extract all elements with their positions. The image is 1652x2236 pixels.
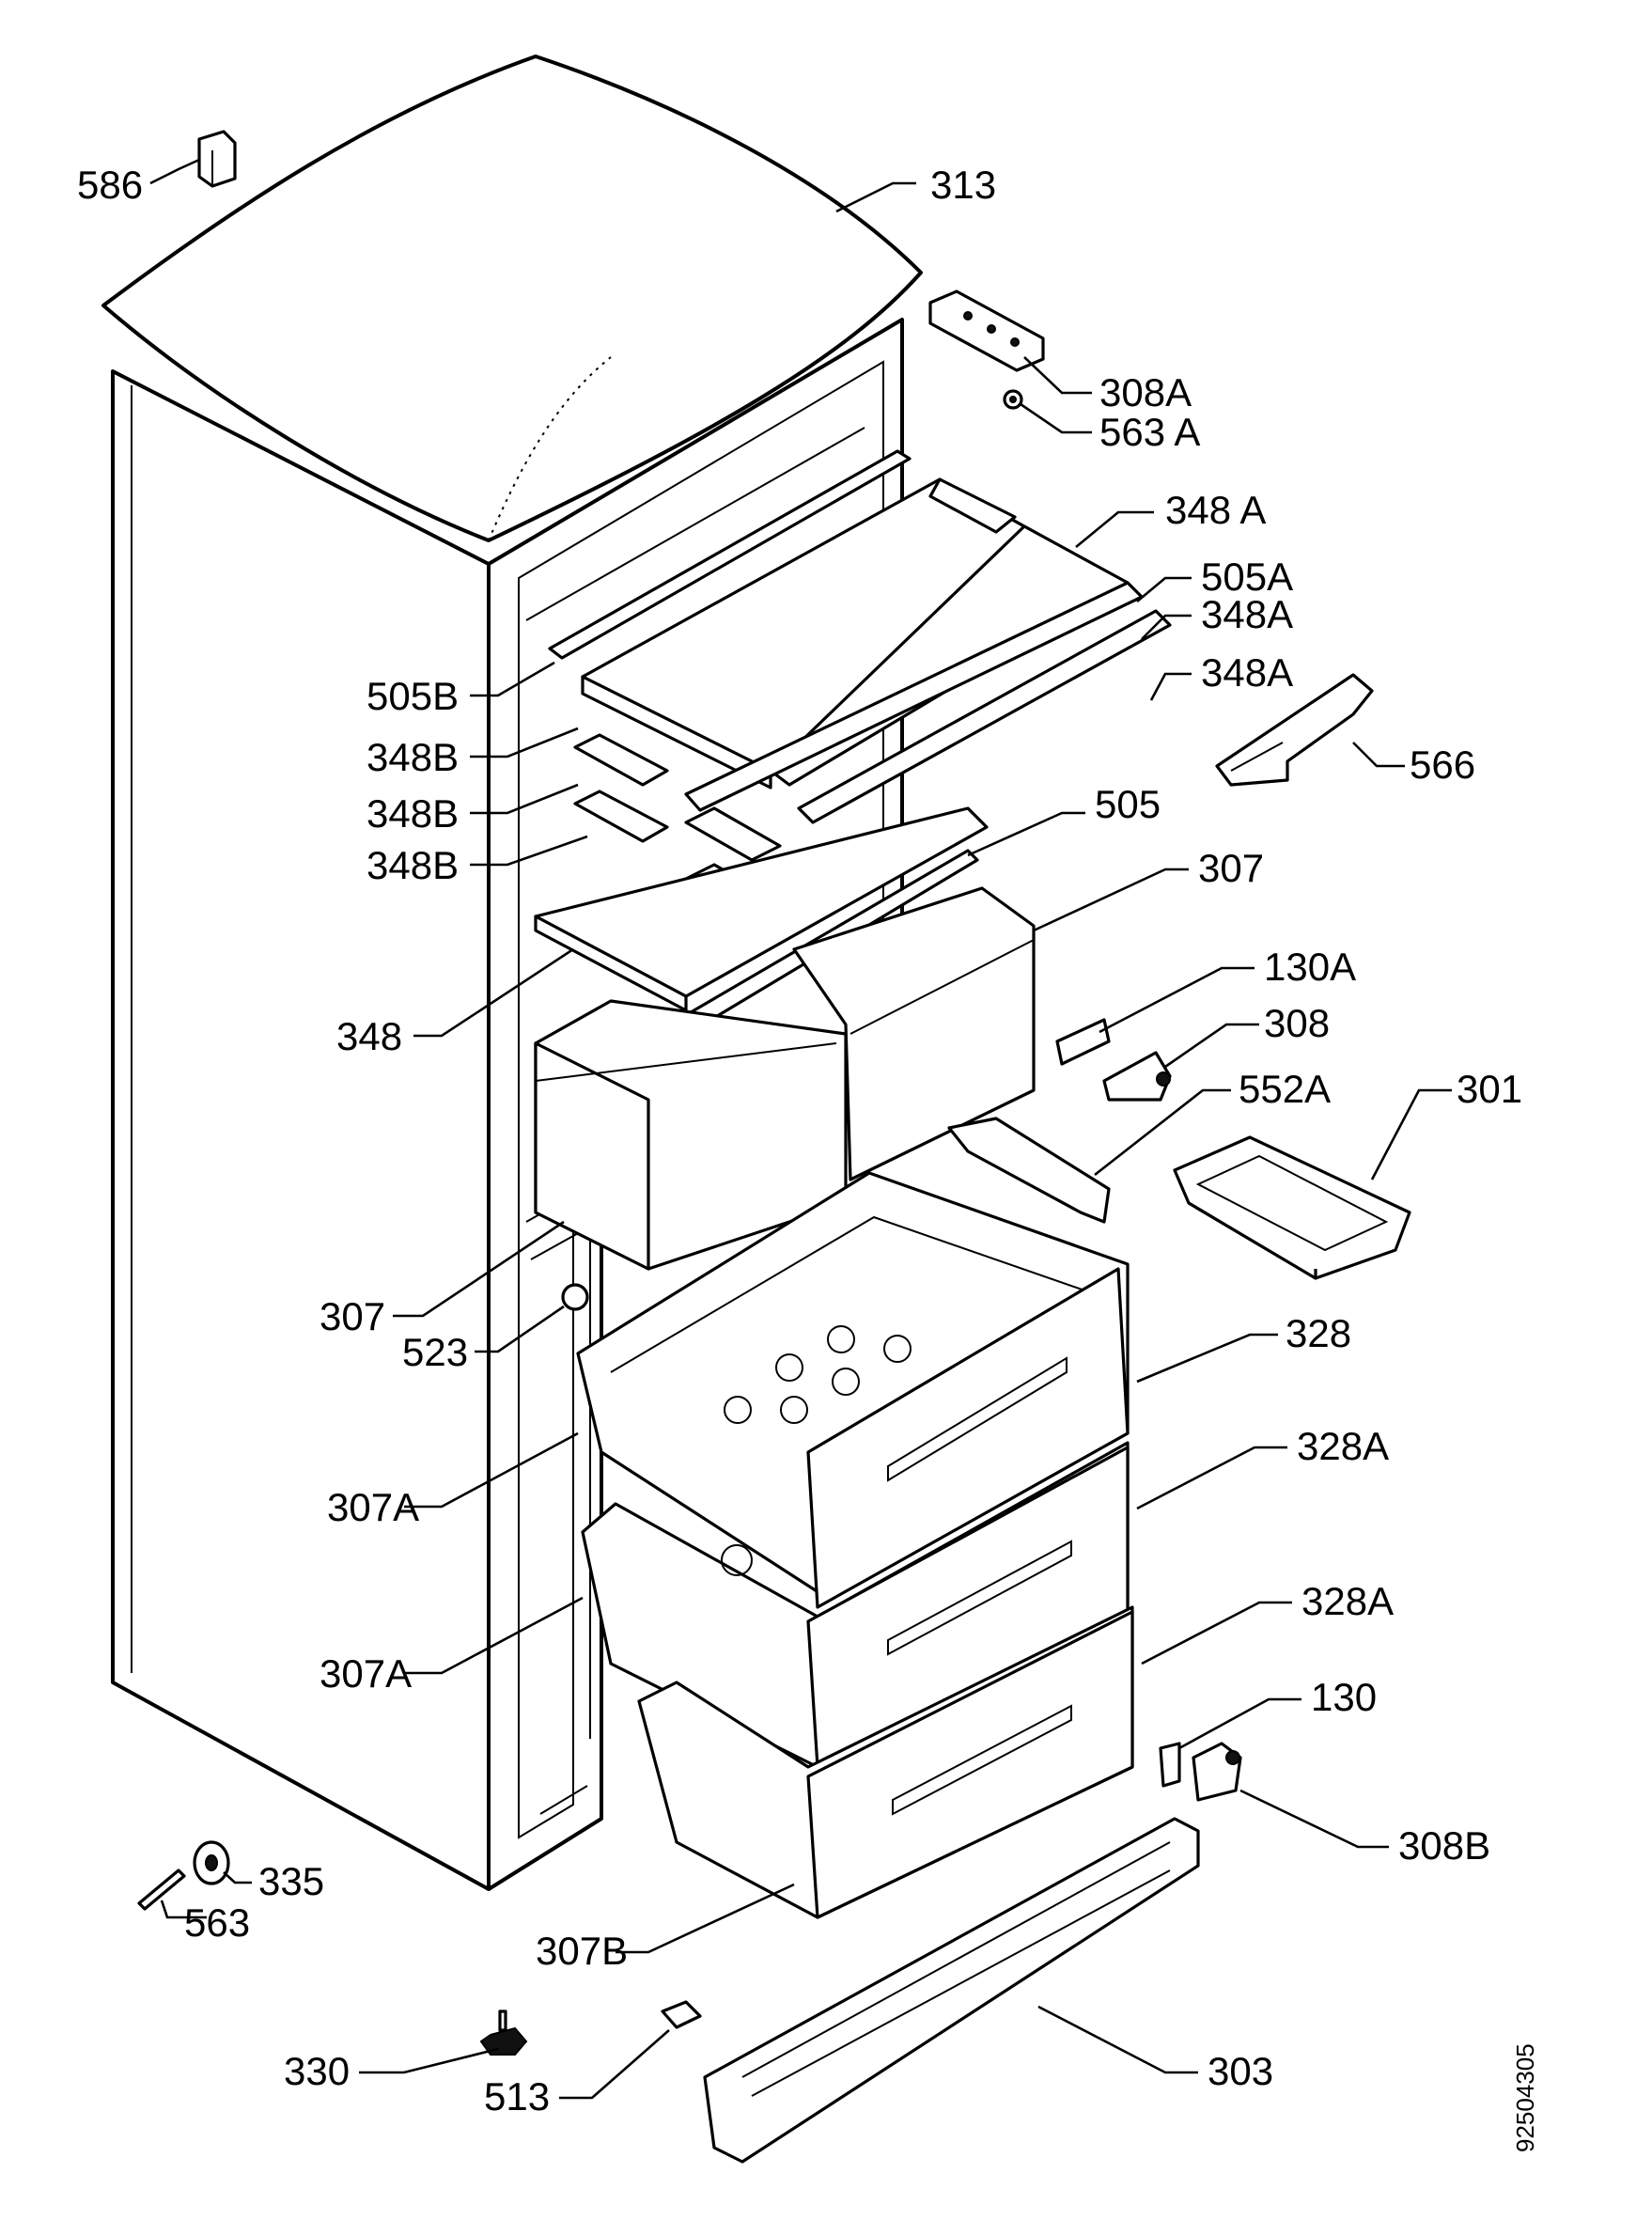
label-348b-2: 348B (366, 791, 459, 836)
label-552a: 552A (1239, 1067, 1331, 1111)
label-566: 566 (1410, 743, 1475, 787)
part-301-ice-tray (1173, 1135, 1411, 1280)
label-505a: 505A (1201, 555, 1293, 599)
label-328a-1: 328A (1297, 1424, 1389, 1468)
label-308b: 308B (1398, 1823, 1490, 1868)
label-505: 505 (1095, 782, 1161, 826)
leader-lines (149, 158, 1452, 2100)
part-566-bracket (1215, 673, 1374, 787)
glass-shelf-upper (548, 449, 1172, 824)
label-328a-2: 328A (1301, 1579, 1394, 1623)
label-586: 586 (77, 163, 143, 207)
freezer-drawer-top (576, 1171, 1130, 1609)
part-563-pin (137, 1869, 186, 1911)
freezer-drawer-middle (581, 1441, 1130, 1769)
part-586-clip (197, 130, 237, 188)
label-130: 130 (1311, 1675, 1377, 1719)
label-348a-2: 348A (1201, 592, 1293, 636)
label-563: 563 (184, 1900, 250, 1945)
label-523: 523 (402, 1330, 468, 1374)
part-513-clip (661, 2000, 702, 2029)
label-348b-1: 348B (366, 735, 459, 779)
label-308a: 308A (1099, 370, 1192, 414)
part-308-hinge (1102, 1051, 1172, 1102)
part-308b-hinge (1192, 1742, 1242, 1802)
part-labels: 586 313 308A 563 A 348 A 505A 348A 348A … (77, 163, 1539, 2152)
part-523-knob (561, 1283, 589, 1311)
label-513: 513 (484, 2074, 550, 2119)
part-130a-plate (1055, 1018, 1111, 1066)
part-330-adjustable-foot (479, 2009, 528, 2056)
label-301: 301 (1457, 1067, 1522, 1111)
part-308a-hinge-plate (928, 289, 1045, 372)
label-307a-1: 307A (327, 1485, 419, 1529)
label-313: 313 (930, 163, 996, 207)
label-563a: 563 A (1099, 410, 1200, 454)
label-308: 308 (1264, 1001, 1330, 1045)
label-348b-3: 348B (366, 843, 459, 887)
label-130a: 130A (1264, 945, 1356, 989)
label-505b: 505B (366, 674, 459, 718)
freezer-drawer-bottom (637, 1605, 1134, 1919)
part-130-plate (1159, 1742, 1181, 1788)
crisper-bin-right (792, 886, 1036, 1181)
label-307-top: 307 (1198, 846, 1264, 890)
label-348a-1: 348 A (1165, 488, 1266, 532)
label-330: 330 (284, 2049, 350, 2093)
label-348: 348 (336, 1014, 402, 1058)
label-307a-2: 307A (319, 1651, 412, 1696)
label-307b: 307B (536, 1929, 628, 1973)
label-303: 303 (1208, 2049, 1273, 2093)
label-335: 335 (258, 1859, 324, 1903)
label-348a-3: 348A (1201, 650, 1293, 695)
part-563a-screw (1003, 389, 1023, 410)
label-307-mid: 307 (319, 1294, 385, 1338)
drawing-number: 92504305 (1511, 2043, 1539, 2152)
part-335-foot (193, 1840, 230, 1885)
part-552a-runner (947, 1117, 1111, 1224)
top-cover (101, 55, 923, 542)
part-303-kick-plate (703, 1817, 1200, 2164)
label-328: 328 (1286, 1311, 1351, 1355)
